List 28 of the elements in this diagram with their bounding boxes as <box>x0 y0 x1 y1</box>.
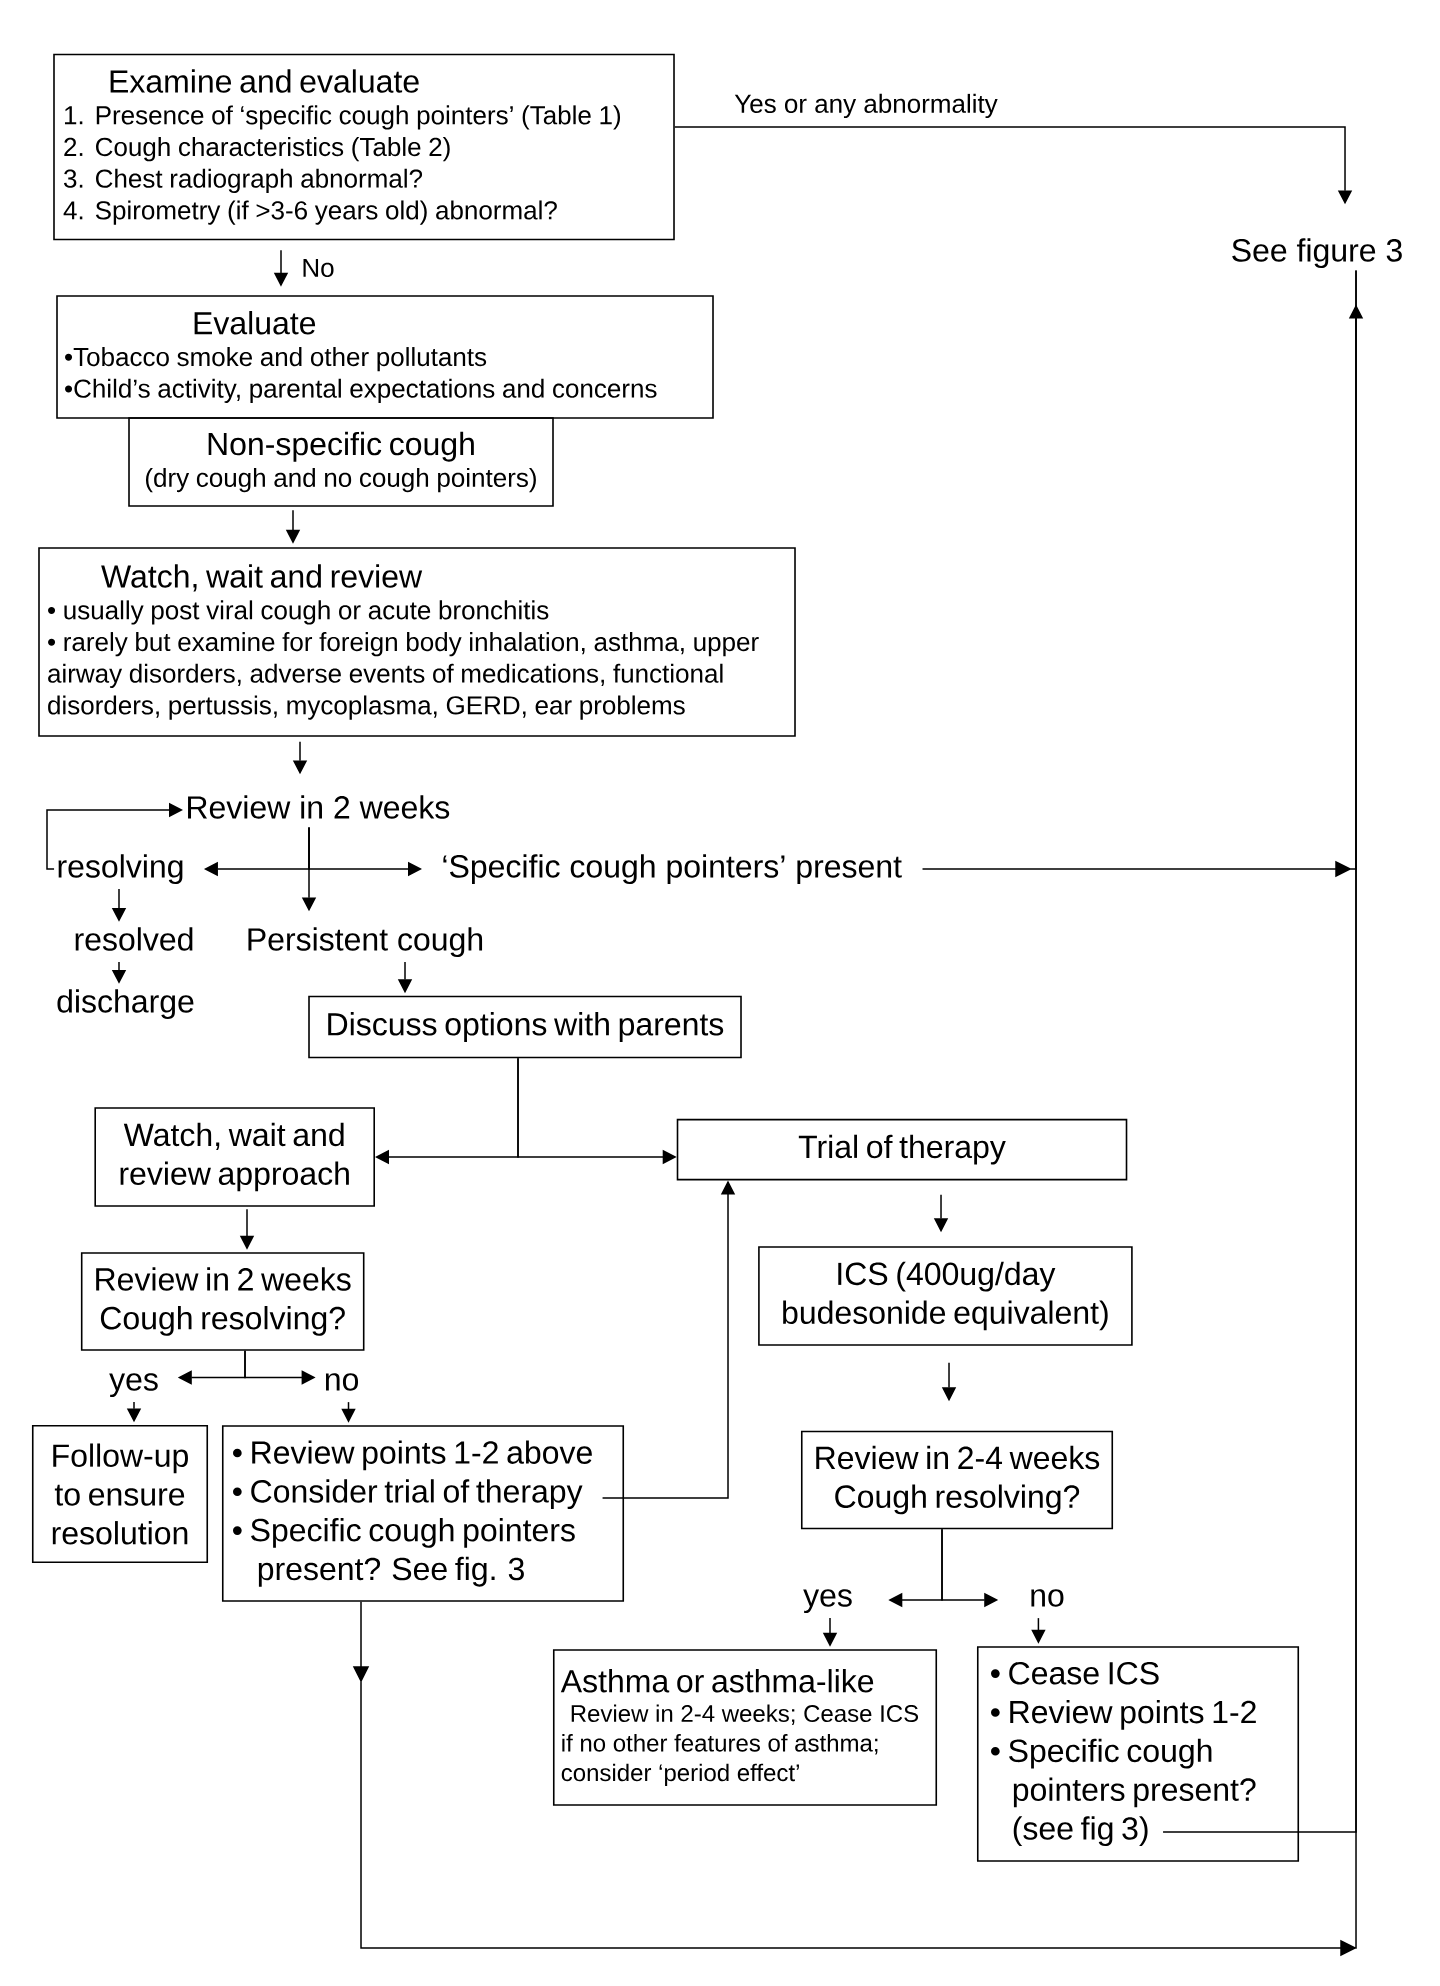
edge-label: Yes or any abnormality <box>732 91 1000 121</box>
step-text: Review in 2 weeks <box>188 795 450 819</box>
process-box: • Cease ICS • Review points 1-2 • Specific cough pointers present? (see fig 3) <box>976 1646 1300 1862</box>
process-box: Discuss options with parents <box>308 995 742 1059</box>
step-text: resolving <box>58 854 183 885</box>
branch-label: yes <box>803 1589 852 1614</box>
process-box: ICS (400ug/day budesonide equivalent) <box>758 1246 1133 1346</box>
process-box: Watch, wait and review • usually post viral cough or acute bronchitis • rarely but examine for foreign body inhalation, asthma, upper airway disorders, adverse events of medications, functional disorders, pertussis, mycoplasma, GERD, ear problems <box>38 547 796 737</box>
step-text: discharge <box>57 989 194 1020</box>
reference-text: See figure 3 <box>1232 238 1402 269</box>
process-box: Non-specific cough (dry cough and no cough pointers) <box>128 417 554 507</box>
branch-label: no <box>1031 1589 1064 1607</box>
process-box: • Review points 1-2 above • Consider trial of therapy • Specific cough pointers present? See fig. 3 <box>221 1425 625 1602</box>
branch-label: no <box>325 1373 359 1391</box>
process-box: Review in 2 weeks Cough resolving? <box>80 1252 365 1351</box>
arrow <box>46 802 183 870</box>
branch-label: yes <box>109 1373 158 1398</box>
process-box: Asthma or asthma-like Review in 2-4 weeks; Cease ICS if no other features of asthma; consider ‘period effect’ <box>552 1649 938 1806</box>
process-box: Evaluate •Tobacco smoke and other pollutants •Child’s activity, parental expectations and concerns <box>56 295 714 419</box>
step-text: Persistent cough <box>248 927 483 958</box>
process-box: Trial of therapy <box>676 1118 1128 1181</box>
step-text: ‘Specific cough pointers’ present <box>443 854 902 885</box>
step-text: resolved <box>75 927 193 951</box>
process-box: Review in 2-4 weeks Cough resolving? <box>800 1430 1114 1530</box>
process-box: Examine and evaluate 1. Presence of ‘specific cough pointers’ (Table 1) 2. Cough characteristics (Table 2) 3. Chest radiograph abnormal? 4. Spirometry (if >3-6 years old) abnormal? <box>53 53 675 241</box>
process-box: Watch, wait and review approach <box>94 1107 375 1207</box>
process-box: Follow-up to ensure resolution <box>31 1424 209 1564</box>
edge-label: No <box>299 256 337 280</box>
